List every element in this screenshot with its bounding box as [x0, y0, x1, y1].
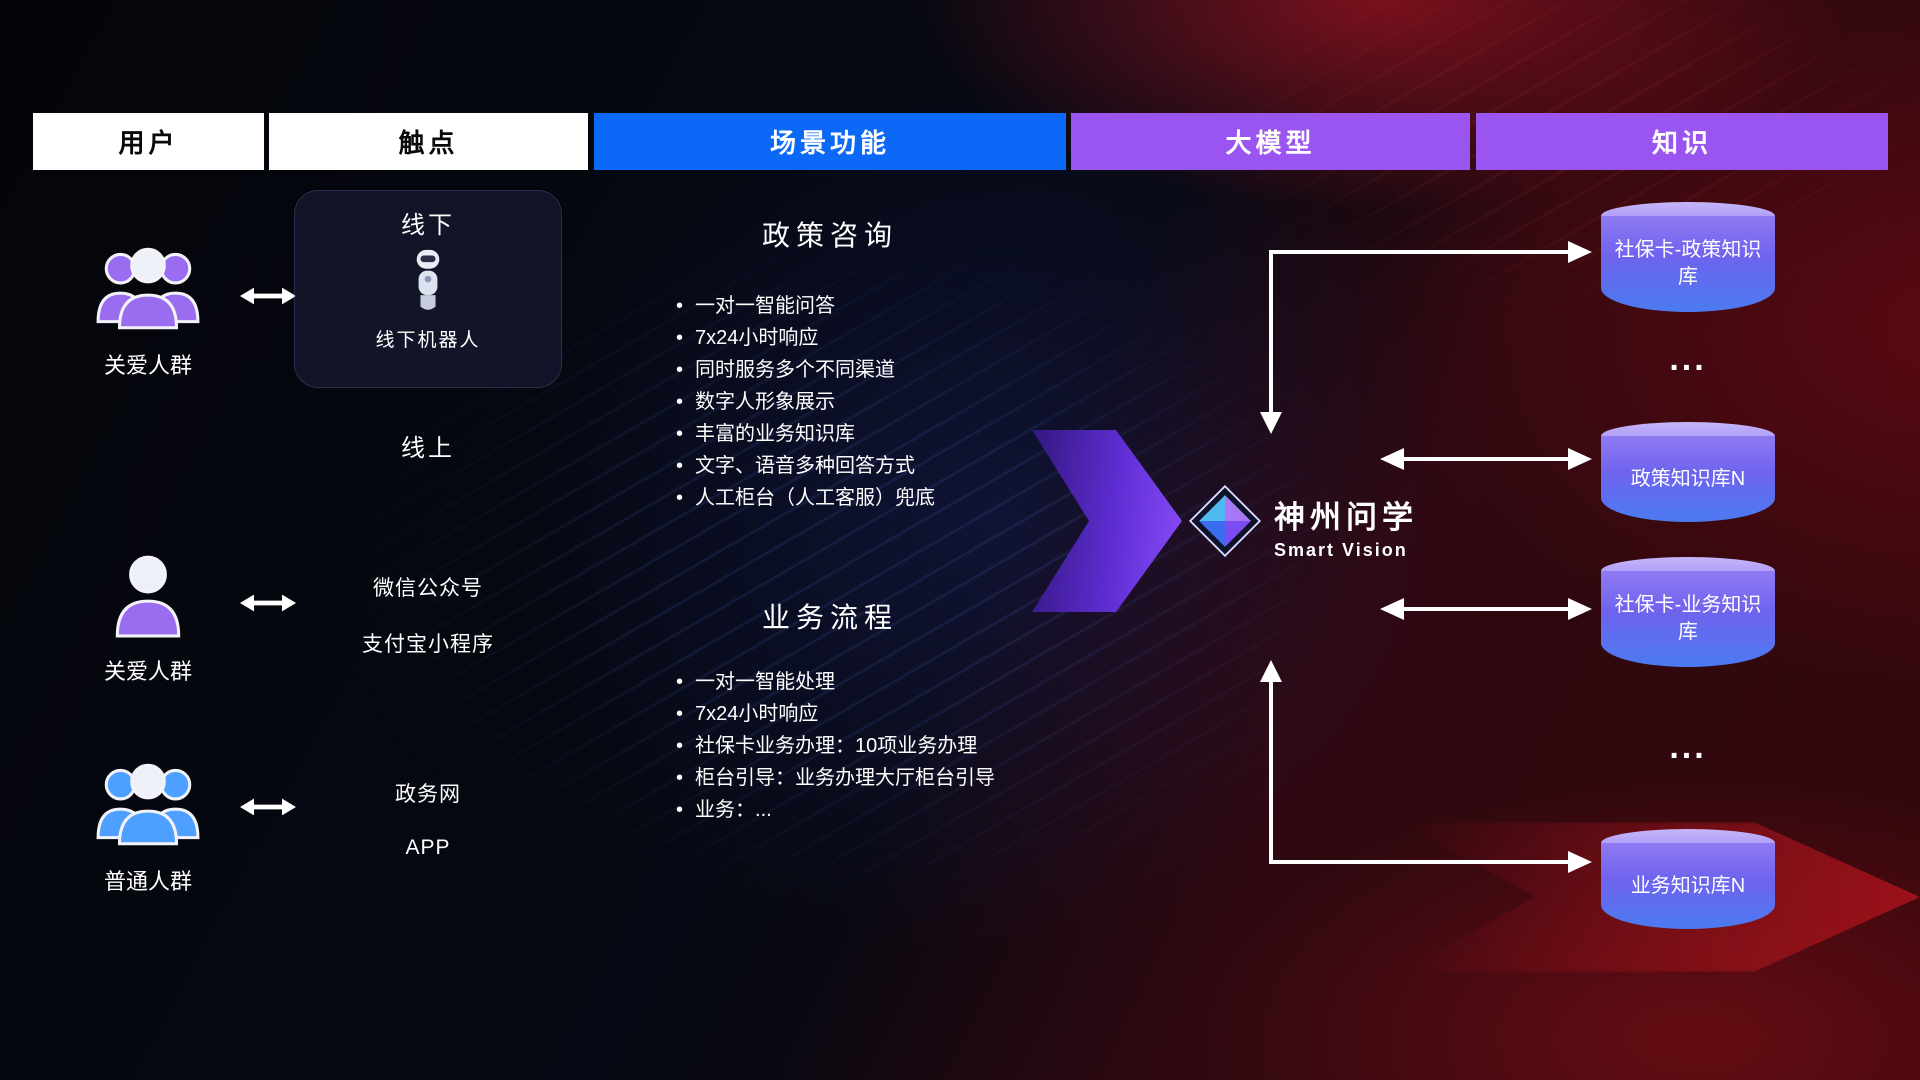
bidirectional-arrow-icon — [240, 592, 296, 619]
scene-title-policy-consulting: 政策咨询 — [761, 220, 898, 251]
bullet-item: 7x24小时响应 — [676, 704, 995, 724]
bidirectional-arrow-icon — [240, 796, 296, 823]
ellipsis-more-dbs: ... — [1669, 340, 1707, 378]
user-single-care: 关爱人群 — [68, 552, 228, 686]
user-group-ordinary: 普通人群 — [68, 756, 228, 896]
bullet-item: 柜台引导：业务办理大厅柜台引导 — [676, 768, 995, 788]
channel-app: APP — [405, 836, 451, 859]
user-group-label: 关爱人群 — [103, 353, 192, 378]
user-group-label: 普通人群 — [103, 869, 192, 894]
cylinder-label: 政策知识库N — [1601, 436, 1775, 522]
bidirectional-arrow-icon — [240, 285, 296, 312]
user-group-care: 关爱人群 — [68, 240, 228, 380]
bullet-item: 同时服务多个不同渠道 — [676, 360, 935, 380]
model-logo-text: 神州问学 Smart Vision — [1274, 492, 1418, 561]
model-name: 神州问学 — [1274, 500, 1418, 535]
column-header-scene-functions: 场景功能 — [594, 113, 1066, 170]
robot-icon — [409, 248, 447, 319]
column-header-knowledge: 知识 — [1476, 113, 1888, 170]
user-group-label: 关爱人群 — [103, 659, 192, 684]
cylinder-label: 社保卡-政策知识库 — [1601, 216, 1775, 312]
scene-title-business-process: 业务流程 — [761, 602, 898, 633]
column-header-touchpoints: 触点 — [269, 113, 588, 170]
bullet-item: 丰富的业务知识库 — [676, 424, 935, 444]
person-icon — [112, 552, 184, 646]
channel-gov-web: 政务网 — [395, 783, 461, 806]
cylinder-label: 社保卡-业务知识库 — [1601, 571, 1775, 667]
column-header-users: 用户 — [33, 113, 264, 170]
group-people-icon — [92, 756, 204, 856]
diamond-logo-icon — [1188, 484, 1262, 558]
ellipsis-more-dbs: ... — [1669, 728, 1707, 766]
model-subtitle: Smart Vision — [1274, 540, 1408, 560]
bullet-item: 文字、语音多种回答方式 — [676, 456, 935, 476]
offline-robot-label: 线下机器人 — [375, 330, 481, 351]
group-people-icon — [92, 240, 204, 340]
knowledge-db-business-n: 业务知识库N — [1601, 829, 1775, 929]
knowledge-db-policy-n: 政策知识库N — [1601, 422, 1775, 522]
policy-consulting-list: 一对一智能问答 7x24小时响应 同时服务多个不同渠道 数字人形象展示 丰富的业… — [676, 296, 935, 520]
bullet-item: 社保卡业务办理：10项业务办理 — [676, 736, 995, 756]
bullet-item: 一对一智能处理 — [676, 672, 995, 692]
bullet-item: 业务：... — [676, 800, 995, 820]
bullet-item: 数字人形象展示 — [676, 392, 935, 412]
bullet-item: 一对一智能问答 — [676, 296, 935, 316]
column-header-large-model: 大模型 — [1071, 113, 1470, 170]
knowledge-db-policy-sscard: 社保卡-政策知识库 — [1601, 202, 1775, 312]
online-title: 线上 — [401, 435, 455, 462]
cylinder-label: 业务知识库N — [1601, 843, 1775, 929]
knowledge-db-business-sscard: 社保卡-业务知识库 — [1601, 557, 1775, 667]
background-red-streaks — [1050, 0, 1920, 430]
business-process-list: 一对一智能处理 7x24小时响应 社保卡业务办理：10项业务办理 柜台引导：业务… — [676, 672, 995, 832]
offline-touchpoint-card: 线下 线下机器人 — [294, 190, 562, 388]
channel-alipay: 支付宝小程序 — [362, 633, 494, 656]
offline-title: 线下 — [401, 212, 455, 239]
bullet-item: 7x24小时响应 — [676, 328, 935, 348]
bullet-item: 人工柜台（人工客服）兜底 — [676, 488, 935, 508]
channel-wechat: 微信公众号 — [373, 577, 483, 600]
